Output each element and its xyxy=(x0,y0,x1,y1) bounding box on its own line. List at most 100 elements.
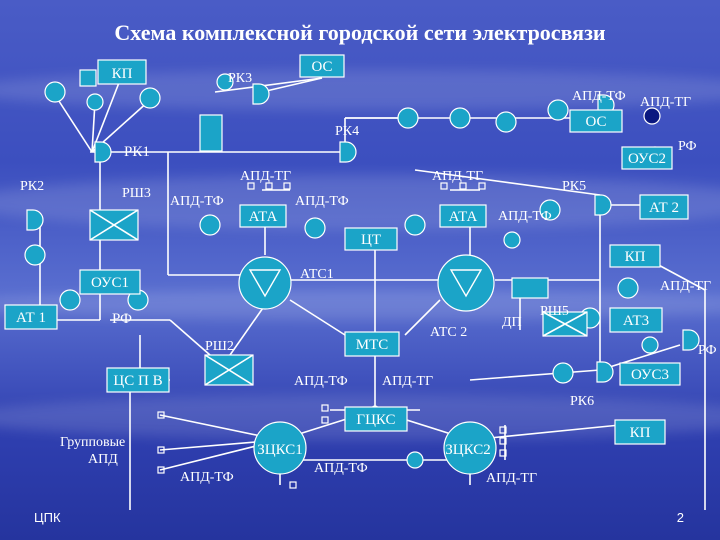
modem-node xyxy=(94,141,112,163)
label-rk1: РК1 xyxy=(124,144,150,160)
zcks2-node xyxy=(443,421,497,475)
label-apd-tg-right: АПД-ТГ xyxy=(640,95,691,110)
label-kp-top: КП xyxy=(112,66,133,82)
phone-node xyxy=(86,93,104,111)
label-apd-tg-e: АПД-ТГ xyxy=(486,471,537,486)
os-top-box xyxy=(299,54,345,78)
label-apd-tf-a: АПД-ТФ xyxy=(170,194,224,209)
os-right-box xyxy=(569,109,623,133)
at2-box xyxy=(639,194,689,220)
cs-pv-box xyxy=(106,367,170,393)
dp-node xyxy=(511,277,549,299)
modem-node xyxy=(682,329,700,351)
footer-left: ЦПК xyxy=(34,510,61,525)
phone-node xyxy=(406,451,424,469)
label-ct: ЦТ xyxy=(361,232,381,248)
modem-node xyxy=(594,194,612,216)
label-at3: АТ3 xyxy=(623,313,649,329)
label-ata-b: АТА xyxy=(449,209,478,225)
ous1-box xyxy=(79,269,141,295)
phone-node xyxy=(304,217,326,239)
at1-box xyxy=(4,304,58,330)
label-apd-tf-f: АПД-ТФ xyxy=(314,461,368,476)
terminal-node xyxy=(79,69,97,87)
at3-box xyxy=(609,307,663,333)
label-zcks2: ЗЦКС2 xyxy=(445,442,490,458)
ata-b-box xyxy=(439,204,487,228)
nodes xyxy=(24,69,700,489)
cabinet-node xyxy=(199,114,223,152)
label-ous2: ОУС2 xyxy=(628,151,666,167)
phone-node xyxy=(199,214,221,236)
label-apd-tf-c: АПД-ТФ xyxy=(498,209,552,224)
label-rk6: РК6 xyxy=(570,394,594,409)
label-dp: ДП xyxy=(502,315,522,330)
phone-node xyxy=(547,99,569,121)
phone-node xyxy=(539,199,561,221)
label-mtc: МТС xyxy=(356,337,389,353)
terminal-squares xyxy=(157,182,507,489)
ous3-box xyxy=(619,362,681,386)
label-rk2: РК2 xyxy=(20,179,44,194)
modem-node xyxy=(339,141,357,163)
text-labels: КП РК3 ОС АПД-ТФ АПД-ТГ ОС РК4 РК1 РФ ОУ… xyxy=(16,59,717,486)
label-rsh2: РШ2 xyxy=(205,339,234,354)
ct-box xyxy=(344,227,398,251)
phone-node xyxy=(641,336,659,354)
kp-mid-box xyxy=(609,244,661,268)
label-apd-tf-right: АПД-ТФ xyxy=(572,89,626,104)
label-rsh5: РШ5 xyxy=(540,304,569,319)
phone-node xyxy=(404,214,426,236)
label-rf-right2: РФ xyxy=(698,343,717,358)
label-rsh3: РШ3 xyxy=(122,186,151,201)
label-ous3: ОУС3 xyxy=(631,367,669,383)
label-boxes xyxy=(4,54,689,445)
diagram-title: Схема комплексной городской сети электро… xyxy=(114,20,606,45)
label-rk5: РК5 xyxy=(562,179,586,194)
label-apd-tf-e: АПД-ТФ xyxy=(180,470,234,485)
label-rf-left: РФ xyxy=(112,311,132,327)
phone-node xyxy=(552,362,574,384)
rsh2-box xyxy=(204,354,254,386)
atc1-node xyxy=(238,256,292,310)
phone-node xyxy=(216,73,234,91)
label-kp-mid: КП xyxy=(625,249,646,265)
label-zcks1: ЗЦКС1 xyxy=(257,442,302,458)
label-apd-tf-b: АПД-ТФ xyxy=(295,194,349,209)
phone-node xyxy=(139,87,161,109)
label-ous1: ОУС1 xyxy=(91,275,129,291)
modem-node xyxy=(26,209,44,231)
os-dark-node xyxy=(643,107,661,125)
label-atc1: АТС1 xyxy=(300,267,334,282)
phone-node xyxy=(503,231,521,249)
ous2-box xyxy=(621,146,673,170)
label-apd-tg-mid: АПД-ТГ xyxy=(660,279,711,294)
kp-top-box xyxy=(97,59,147,85)
label-rk4: РК4 xyxy=(335,124,359,139)
modem-node xyxy=(596,361,614,383)
phone-node xyxy=(59,289,81,311)
label-at1: АТ 1 xyxy=(16,310,46,326)
label-apd-tf-d: АПД-ТФ xyxy=(294,374,348,389)
mtc-box xyxy=(344,331,400,357)
label-group-apd-2: АПД xyxy=(88,452,118,467)
modem-node xyxy=(252,83,270,105)
label-apd-tg-a: АПД-ТГ xyxy=(240,169,291,184)
page-number: 2 xyxy=(677,510,684,525)
phone-node xyxy=(44,81,66,103)
label-at2: АТ 2 xyxy=(649,200,679,216)
rsh3-box xyxy=(89,209,139,241)
zcks1-node xyxy=(253,421,307,475)
phone-node xyxy=(24,244,46,266)
label-atc2: АТС 2 xyxy=(430,325,467,340)
atc2-node xyxy=(437,254,495,312)
ata-a-box xyxy=(239,204,287,228)
label-os-top: ОС xyxy=(311,59,332,75)
connection-lines xyxy=(39,74,706,510)
label-cs-pv: ЦС П В xyxy=(113,373,162,389)
phone-node xyxy=(449,107,471,129)
phone-node xyxy=(397,107,419,129)
label-apd-tg-d: АПД-ТГ xyxy=(382,374,433,389)
